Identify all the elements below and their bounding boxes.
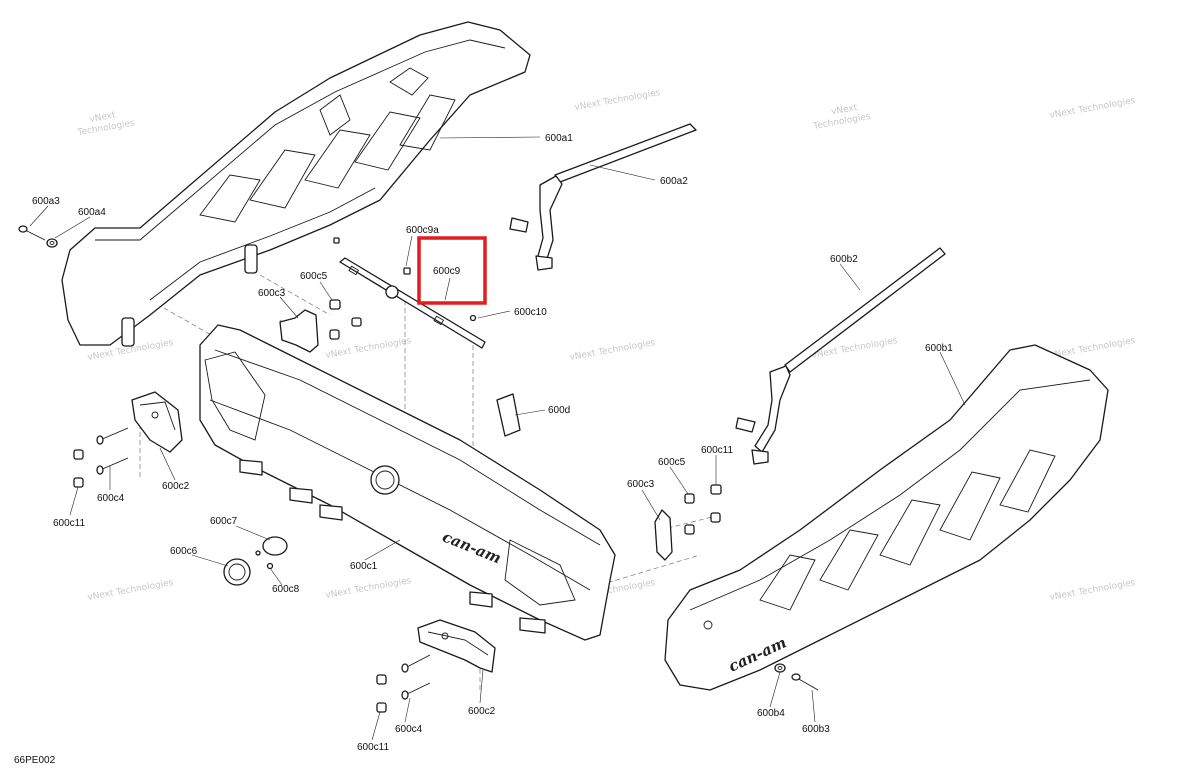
callout-600c9[interactable]: 600c9	[433, 266, 461, 277]
callout-600d[interactable]: 600d	[548, 405, 570, 416]
emblem-600c6	[223, 558, 251, 586]
callout-600b4[interactable]: 600b4	[757, 708, 785, 719]
callout-600a4[interactable]: 600a4	[78, 207, 106, 218]
bolts-600c4	[96, 427, 431, 700]
callout-600a2[interactable]: 600a2	[660, 176, 688, 187]
callout-600c11-right[interactable]: 600c11	[701, 445, 734, 456]
screw-600c10	[469, 314, 477, 322]
watermark-text: vNext Technologies	[569, 338, 657, 363]
callout-600c1[interactable]: 600c1	[350, 561, 378, 572]
drawing-code: 66PE002	[14, 755, 56, 766]
watermark-text: vNext	[830, 103, 858, 117]
side-panel-left	[61, 21, 531, 347]
callout-600c2-lower[interactable]: 600c2	[468, 706, 496, 717]
watermark-text: vNext	[89, 110, 117, 124]
callout-600b1[interactable]: 600b1	[925, 343, 953, 354]
sticker-600d	[496, 393, 521, 437]
callout-600c11-lower[interactable]: 600c11	[357, 742, 390, 753]
nuts-group	[73, 299, 722, 713]
callout-600b3[interactable]: 600b3	[802, 724, 830, 735]
callout-600c3-right[interactable]: 600c3	[627, 479, 655, 490]
callout-600c9a[interactable]: 600c9a	[406, 225, 439, 236]
callout-600c11-upper[interactable]: 600c11	[53, 518, 86, 529]
bracket-600c3-left	[279, 309, 319, 353]
watermark-text: vNext Technologies	[1049, 96, 1137, 121]
callout-600c7[interactable]: 600c7	[210, 516, 238, 527]
bolt-600b3	[791, 673, 819, 691]
watermark-text: vNext Technologies	[325, 336, 413, 361]
hinge-bracket-lower	[417, 619, 496, 673]
handle-bar-right	[735, 247, 946, 465]
callout-600c5-right[interactable]: 600c5	[658, 457, 686, 468]
bracket-600c3-right	[654, 509, 673, 561]
watermark-text: vNext Technologies	[325, 576, 413, 601]
side-panel-right: can-am	[664, 344, 1109, 691]
watermark-text: vNext Technologies	[574, 88, 662, 113]
hinge-bracket-upper	[131, 391, 183, 453]
handle-bar-left	[509, 123, 697, 271]
callout-600c3-left[interactable]: 600c3	[258, 288, 286, 299]
callout-labels: 600a1 600a2 600a3 600a4 600c9a 600c9 600…	[32, 133, 953, 753]
callout-600c2-upper[interactable]: 600c2	[162, 481, 190, 492]
callout-600a1[interactable]: 600a1	[545, 133, 573, 144]
callout-600c10[interactable]: 600c10	[514, 307, 547, 318]
callout-600c8[interactable]: 600c8	[272, 584, 300, 595]
callout-600c4-upper[interactable]: 600c4	[97, 493, 125, 504]
bolt-600a3	[18, 225, 46, 241]
callout-600c5-left[interactable]: 600c5	[300, 271, 328, 282]
callout-600a3[interactable]: 600a3	[32, 196, 60, 207]
washer-600b4	[774, 663, 786, 673]
leader-lines	[29, 136, 966, 741]
callout-600b2[interactable]: 600b2	[830, 254, 858, 265]
disc-600c7	[262, 536, 288, 556]
watermark-text: vNext Technologies	[1049, 578, 1137, 603]
rear-bumper-center: can-am	[199, 324, 616, 641]
watermark-text: vNext Technologies	[87, 578, 175, 603]
mounting-plate-600c9	[339, 257, 486, 349]
fastener-600c9a	[333, 237, 411, 275]
callout-600c6[interactable]: 600c6	[170, 546, 198, 557]
callout-600c4-lower[interactable]: 600c4	[395, 724, 423, 735]
washer-600a4	[46, 238, 58, 248]
highlight-box	[417, 236, 487, 305]
